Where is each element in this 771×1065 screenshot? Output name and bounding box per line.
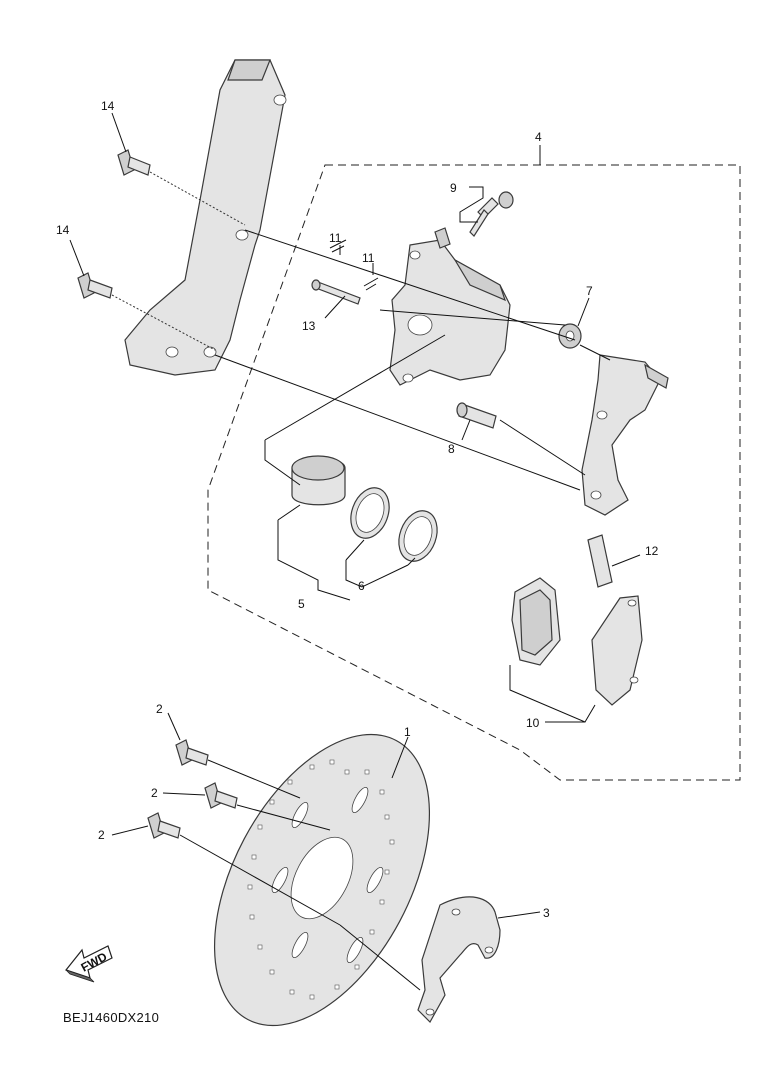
disc-bolt-c (147, 812, 181, 839)
callout-2c: 2 (98, 828, 105, 842)
callout-11b: 11 (362, 251, 375, 265)
bleed-screw-cap (498, 191, 514, 209)
callout-6: 6 (358, 579, 365, 593)
callout-10: 10 (526, 716, 540, 730)
disc-bolt-a (175, 739, 209, 766)
assembly-lines (179, 229, 611, 991)
disc-bolt-b (204, 782, 238, 809)
pad-spring (587, 534, 613, 588)
callout-7: 7 (586, 284, 593, 298)
callout-11a: 11 (329, 231, 342, 245)
fwd-arrow-icon: FWD (64, 945, 113, 983)
pad-pin-clip-a (329, 239, 347, 253)
caliper-bracket (581, 354, 669, 516)
callout-2a: 2 (156, 702, 163, 716)
callout-12: 12 (645, 544, 659, 558)
caliper-slide-pin (456, 402, 497, 429)
brake-caliper-body (389, 227, 511, 386)
fork-bolt-lower-axis (111, 294, 216, 351)
callout-14b: 14 (56, 223, 70, 237)
caliper-piston (291, 455, 346, 506)
callout-4: 4 (535, 130, 542, 144)
callout-1: 1 (404, 725, 411, 739)
callout-14a: 14 (101, 99, 115, 113)
brake-pad-inner (511, 577, 561, 666)
piston-seal-set (350, 487, 438, 562)
callout-leaders (69, 112, 641, 919)
brake-pad-outer (591, 595, 643, 706)
callout-2b: 2 (151, 786, 158, 800)
fork-bolt-lower (77, 272, 113, 299)
bleed-screw (469, 197, 499, 237)
fork-bolt-upper (117, 149, 151, 176)
callout-5: 5 (298, 597, 305, 611)
caliper-assembly-boundary (207, 164, 741, 781)
front-fork-leg (124, 59, 287, 376)
callout-8: 8 (448, 442, 455, 456)
callout-13: 13 (302, 319, 316, 333)
brake-disc (213, 733, 431, 1027)
disc-retaining-plate (417, 896, 501, 1023)
pad-pin (311, 279, 361, 305)
callout-3: 3 (543, 906, 550, 920)
pad-pin-clip-b (363, 277, 379, 291)
caliper-boot (558, 323, 582, 349)
diagram-code: BEJ1460DX210 (63, 1010, 159, 1025)
callout-9: 9 (450, 181, 457, 195)
